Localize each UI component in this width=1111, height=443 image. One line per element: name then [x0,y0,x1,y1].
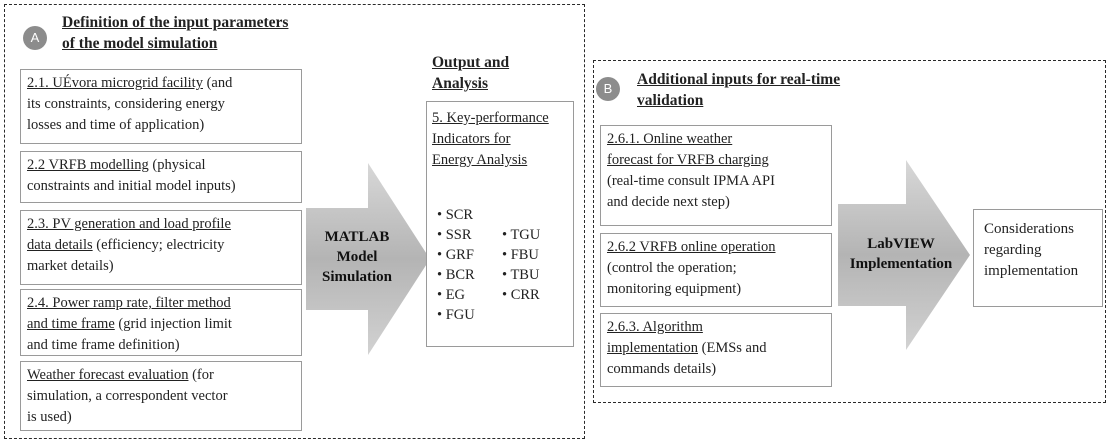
input-box-microgrid-rest: (and [202,75,233,91]
input-box-ramp: 2.4. Power ramp rate, filter method and … [20,289,302,356]
input-box-vrfb-rest: (physical [148,157,206,173]
input-box-weather-line2: simulation, a correspondent vector [27,388,228,404]
input-box-vrfb-line2: constraints and initial model inputs) [27,178,236,194]
input-box-pv-line3: market details) [27,258,114,274]
input-box-weather-rest: (for [188,367,214,383]
output-title-line1: Output and [432,54,510,71]
labview-arrow-line1: LabVIEW [867,236,935,252]
panel-a-title-line2: of the model simulation [62,35,218,52]
rt-box-algorithm-line3: commands details) [607,361,717,377]
considerations-line3: implementation [984,263,1079,279]
kpi-item: • FGU [437,307,475,323]
input-box-pv-lead: 2.3. PV generation and load profile [27,216,231,232]
rt-box-vrfb-line2: (control the operation; [607,260,737,276]
input-box-weather-lead: Weather forecast evaluation [27,367,189,383]
panel-a-title: Definition of the input parameters of th… [62,12,288,54]
input-box-microgrid-line3: losses and time of application) [27,117,205,133]
panel-b-title-line2: validation [637,92,704,109]
matlab-arrow [306,163,430,355]
kpi-list-col1: • SCR • SSR • GRF • BCR • EG • FGU [437,205,475,325]
labview-arrow-label: LabVIEW Implementation [836,234,966,274]
matlab-arrow-line3: Simulation [321,269,393,285]
rt-box-weather-lead: 2.6.1. Online weather [607,131,733,147]
considerations-box: Considerations regarding implementation [973,209,1103,307]
rt-box-algorithm-rest: (EMSs and [698,340,767,356]
labview-arrow-line2: Implementation [849,256,953,272]
matlab-arrow-label: MATLAB Model Simulation [312,227,402,287]
kpi-item: • CRR [502,287,540,303]
panel-b-title-line1: Additional inputs for real-time [637,71,841,88]
panel-a-frame [4,4,585,439]
kpi-title-line1: 5. Key-performance [432,110,549,126]
rt-box-algorithm-lead2: implementation [607,340,699,356]
rt-box-weather-lead2: forecast for VRFB charging [607,152,769,168]
panel-b-title: Additional inputs for real-time validati… [637,69,840,111]
input-box-microgrid: 2.1. UÉvora microgrid facility (and its … [20,69,302,144]
kpi-item: • TBU [502,267,540,283]
panel-b-frame [593,60,1106,403]
matlab-arrow-line1: MATLAB [324,229,390,245]
considerations-line1: Considerations [984,221,1074,237]
input-box-vrfb-lead: 2.2 VRFB modelling [27,157,149,173]
rt-box-weather: 2.6.1. Online weather forecast for VRFB … [600,125,832,226]
rt-box-weather-line3: (real-time consult IPMA API [607,173,775,189]
input-box-pv-lead2: data details [27,237,93,253]
kpi-item: • BCR [437,267,475,283]
kpi-title-line3: Energy Analysis [432,152,528,168]
input-box-vrfb: 2.2 VRFB modelling (physical constraints… [20,151,302,203]
kpi-item: • SCR [437,207,474,223]
kpi-list-col2: • TGU • FBU • TBU • CRR [502,225,540,305]
kpi-item: • GRF [437,247,474,263]
output-title: Output and Analysis [432,52,509,94]
labview-arrow [838,160,970,350]
kpi-item: • TGU [502,227,541,243]
rt-box-vrfb-line3: monitoring equipment) [607,281,742,297]
input-box-ramp-line3: and time frame definition) [27,337,180,353]
matlab-arrow-line2: Model [336,249,378,265]
input-box-ramp-lead: 2.4. Power ramp rate, filter method [27,295,231,311]
badge-b: B [596,77,620,101]
kpi-box: 5. Key-performance Indicators for Energy… [426,101,574,347]
rt-box-algorithm: 2.6.3. Algorithm implementation (EMSs an… [600,313,832,387]
kpi-title-line2: Indicators for [432,131,511,147]
input-box-pv-rest: (efficiency; electricity [92,237,225,253]
kpi-item: • SSR [437,227,472,243]
rt-box-vrfb: 2.6.2 VRFB online operation (control the… [600,233,832,307]
input-box-ramp-rest: (grid injection limit [114,316,232,332]
input-box-weather-line3: is used) [27,409,72,425]
input-box-microgrid-line2: its constraints, considering energy [27,96,225,112]
considerations-line2: regarding [984,242,1042,258]
input-box-ramp-lead2: and time frame [27,316,115,332]
kpi-item: • EG [437,287,466,303]
rt-box-weather-line4: and decide next step) [607,194,730,210]
input-box-microgrid-lead: 2.1. UÉvora microgrid facility [27,75,203,91]
input-box-pv: 2.3. PV generation and load profile data… [20,210,302,285]
panel-a-title-line1: Definition of the input parameters [62,14,289,31]
input-box-weather: Weather forecast evaluation (for simulat… [20,361,302,431]
badge-a: A [23,26,47,50]
kpi-item: • FBU [502,247,539,263]
output-title-line2: Analysis [432,75,488,92]
rt-box-vrfb-lead: 2.6.2 VRFB online operation [607,239,776,255]
rt-box-algorithm-lead: 2.6.3. Algorithm [607,319,703,335]
